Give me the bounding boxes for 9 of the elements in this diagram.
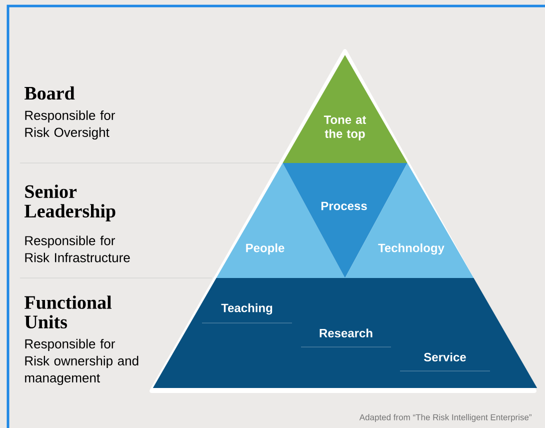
level-description: Responsible for Risk Oversight <box>25 110 115 140</box>
level-description: Responsible for Risk ownership and management <box>25 338 138 386</box>
pyramid-segment: Tone at the top <box>282 55 408 163</box>
level-heading: Senior Leadership <box>24 184 116 222</box>
level-heading: Functional Units <box>24 296 112 328</box>
level-description: Responsible for Risk Infrastructure <box>25 236 130 262</box>
pyramid-band: Teaching Research Service <box>152 278 538 388</box>
source-caption: Adapted from “The Risk Intelligent Enterprise” <box>359 414 532 422</box>
level-heading: Board <box>24 86 75 100</box>
